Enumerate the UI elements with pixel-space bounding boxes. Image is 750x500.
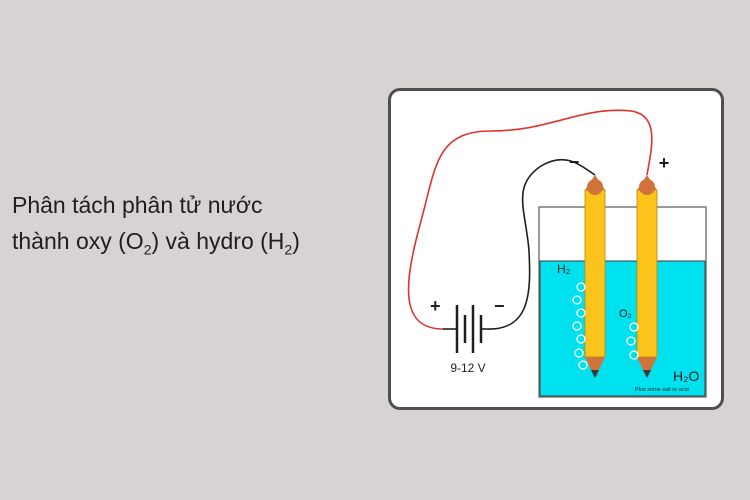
caption-line-2-middle: ) và hydro (H bbox=[151, 227, 285, 254]
battery-voltage-label: 9-12 V bbox=[450, 361, 485, 375]
battery-plus-sign: + bbox=[430, 296, 441, 316]
oxygen-label: O₂ bbox=[619, 308, 632, 320]
caption-line-1: Phân tách phân tử nước bbox=[12, 192, 263, 218]
caption-oxygen-subscript: 2 bbox=[143, 241, 152, 258]
battery-minus-sign: − bbox=[494, 296, 505, 316]
hydrogen-bubbles bbox=[572, 282, 588, 370]
caption-line-2-suffix: ) bbox=[292, 227, 300, 254]
container-outline bbox=[538, 206, 707, 398]
caption: Phân tách phân tử nước thành oxy (O2) và… bbox=[12, 188, 372, 261]
salt-acid-note: Plus some salt or acid bbox=[635, 387, 689, 393]
caption-line-2-prefix: thành oxy (O bbox=[12, 227, 144, 254]
positive-wire bbox=[407, 109, 653, 330]
caption-hydrogen-subscript: 2 bbox=[284, 241, 293, 258]
caption-line-2: thành oxy (O2) và hydro (H2) bbox=[12, 224, 372, 261]
cathode-pencil bbox=[584, 175, 606, 378]
anode-sign: + bbox=[659, 153, 670, 173]
electrolysis-diagram: + − 9-12 V − + bbox=[407, 109, 707, 398]
battery bbox=[443, 305, 486, 353]
water-fill bbox=[539, 260, 706, 397]
water-label: H₂O bbox=[673, 368, 700, 384]
negative-wire bbox=[485, 158, 596, 330]
oxygen-bubbles bbox=[626, 322, 639, 360]
cathode-sign: − bbox=[569, 152, 580, 172]
electrolysis-diagram-panel: + − 9-12 V − + bbox=[388, 88, 724, 410]
hydrogen-label: H₂ bbox=[557, 262, 571, 276]
anode-pencil bbox=[636, 175, 658, 378]
